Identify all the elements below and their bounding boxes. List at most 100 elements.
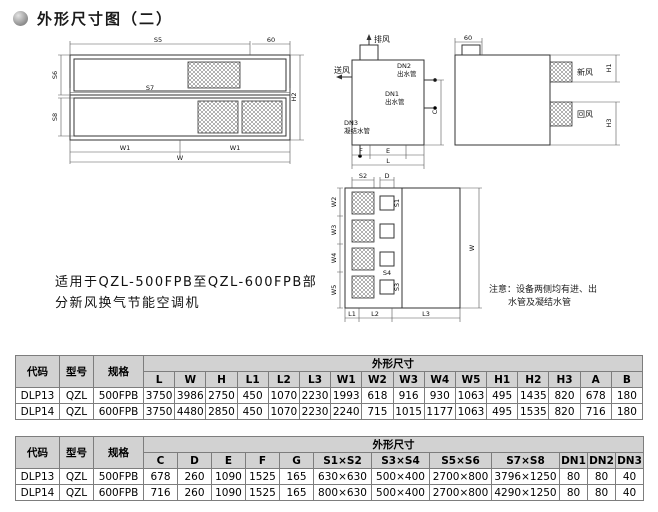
end-dim-lines	[454, 38, 620, 146]
dim-label-s8: S8	[51, 113, 59, 121]
coil-hatch	[241, 100, 283, 134]
dim-label-w3: W3	[330, 225, 338, 236]
value-cell: 450	[236, 403, 269, 420]
value-cell: 715	[361, 403, 394, 420]
table-header-row: 代码 型号 规格 外形尺寸	[15, 436, 644, 469]
dn3-pipe-label: 凝结水管	[344, 126, 371, 135]
dimension-table-1: 代码 型号 规格 外形尺寸 L W H L1 L2 L3 W1 W2 W3 W4…	[15, 355, 644, 420]
header-cell: W2	[361, 371, 394, 388]
return-air-hatch	[549, 101, 573, 127]
supply-arrow-icon	[336, 74, 342, 80]
value-cell: 80	[559, 468, 588, 485]
value-cell: 1070	[267, 387, 300, 404]
value-cell: 820	[548, 403, 581, 420]
fresh-air-hatch	[549, 61, 573, 83]
coil-hatch	[197, 100, 239, 134]
value-cell: 716	[143, 484, 178, 501]
opening-hatch	[351, 191, 375, 215]
exhaust-label: 排风	[374, 34, 390, 44]
value-cell: 1535	[517, 403, 550, 420]
header-group-cell: 外形尺寸	[143, 355, 643, 372]
dim-label-s3: S3	[393, 283, 401, 291]
dim-label-l2: L2	[371, 310, 379, 318]
value-cell: 1993	[330, 387, 363, 404]
header-cell: G	[279, 452, 314, 469]
header-cell: 型号	[59, 436, 94, 469]
header-cell: 规格	[93, 436, 144, 469]
applicability-line: 适用于QZL-500FPB至QZL-600FPB部	[55, 275, 318, 290]
value-cell: 80	[587, 484, 616, 501]
model-cell: QZL	[59, 468, 94, 485]
table-row: DLP14 QZL 600FPB 716 260 1090 1525 165 8…	[15, 484, 644, 501]
return-air-label: 回风	[577, 110, 593, 119]
dimension-table-2: 代码 型号 规格 外形尺寸 C D E F G S1×S2 S3×S4 S5×S…	[15, 436, 644, 501]
table-subheader-row: C D E F G S1×S2 S3×S4 S5×S6 S7×S8 DN1 DN…	[16, 452, 644, 469]
exhaust-arrow-icon	[366, 34, 372, 40]
dn2-label: DN2	[397, 62, 411, 70]
value-cell: 495	[486, 403, 519, 420]
value-cell: 80	[587, 468, 616, 485]
code-cell: DLP14	[15, 403, 60, 420]
header-cell: L	[142, 371, 176, 388]
header-cell: S5×S6	[429, 452, 492, 469]
value-cell: 2230	[298, 387, 332, 404]
value-cell: 1015	[392, 403, 425, 420]
applicability-note: 适用于QZL-500FPB至QZL-600FPB部 分新风换气节能空调机	[55, 272, 317, 314]
value-cell: 165	[279, 484, 314, 501]
dim-label-l: L	[386, 157, 390, 165]
header-cell: 代码	[15, 436, 60, 469]
fresh-air-label: 新风	[577, 67, 593, 77]
dim-label-s5: S5	[154, 36, 162, 44]
filter-hatch	[187, 61, 241, 89]
plan-view: S2 D S1 S4 S3 W2 W3 W4 W5 W L1 L2 L3	[330, 172, 482, 322]
table-row: DLP14 QZL 600FPB 3750 4480 2850 450 1070…	[15, 403, 644, 420]
value-cell: 2700×800	[429, 468, 492, 485]
value-cell: 1090	[211, 468, 246, 485]
dim-label-w4: W4	[330, 253, 338, 264]
dn2-pipe-label: 出水管	[397, 69, 417, 78]
header-cell: H1	[486, 371, 519, 388]
spec-cell: 600FPB	[93, 403, 144, 420]
dim-label-s1: S1	[393, 199, 401, 207]
header-cell: DN1	[559, 452, 588, 469]
value-cell: 40	[615, 468, 644, 485]
caution-line: 水管及凝结水管	[508, 298, 572, 308]
value-cell: 1063	[454, 387, 488, 404]
value-cell: 618	[361, 387, 394, 404]
value-cell: 80	[559, 484, 588, 501]
value-cell: 165	[279, 468, 314, 485]
header-cell: S1×S2	[313, 452, 372, 469]
dim-label-60: 60	[464, 34, 472, 42]
value-cell: 1063	[454, 403, 488, 420]
header-cell: H	[205, 371, 238, 388]
value-cell: 916	[392, 387, 425, 404]
value-cell: 180	[610, 403, 644, 420]
header-cell: DN3	[615, 452, 644, 469]
value-cell: 4290×1250	[491, 484, 560, 501]
dim-label-w5: W5	[330, 285, 338, 296]
side-dim-lines	[351, 79, 444, 169]
dim-label-s7: S7	[146, 84, 154, 92]
header-cell: B	[610, 371, 644, 388]
spec-cell: 600FPB	[93, 484, 144, 501]
bullet-icon	[13, 11, 28, 26]
caution-line: 注意：设备两侧均有进、出	[489, 285, 598, 295]
value-cell: 40	[615, 484, 644, 501]
model-cell: QZL	[59, 484, 94, 501]
code-cell: DLP14	[15, 484, 60, 501]
value-cell: 495	[486, 387, 519, 404]
code-cell: DLP13	[15, 468, 60, 485]
model-cell: QZL	[59, 387, 94, 404]
spec-cell: 500FPB	[93, 468, 144, 485]
dim-label-w: W	[177, 154, 184, 162]
dim-label-c: C	[431, 109, 439, 114]
header-cell: 规格	[93, 355, 144, 388]
value-cell: 630×630	[313, 468, 372, 485]
value-cell: 450	[236, 387, 269, 404]
supply-label: 送风	[334, 65, 350, 75]
value-cell: 1177	[423, 403, 456, 420]
spec-cell: 500FPB	[93, 387, 144, 404]
dim-label-s4: S4	[383, 269, 391, 277]
value-cell: 500×400	[371, 468, 430, 485]
